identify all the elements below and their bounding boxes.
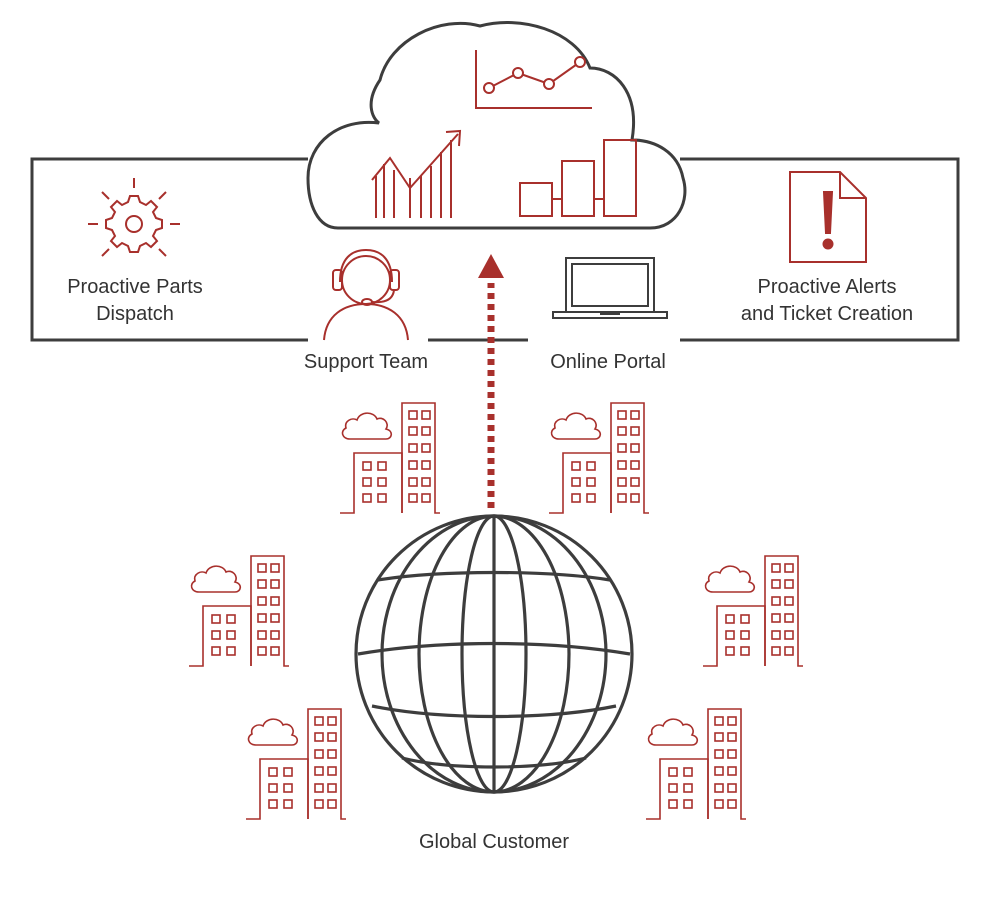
alert-document-icon <box>789 171 867 263</box>
support-team-label: Support Team <box>303 351 429 373</box>
proactive-alerts-line2: and Ticket Creation <box>740 303 914 325</box>
proactive-alerts-line1: Proactive Alerts <box>757 276 897 298</box>
office-building-icon <box>645 708 747 820</box>
office-building-icon <box>702 555 804 667</box>
office-building-icon <box>339 402 441 514</box>
office-building-icon <box>548 402 650 514</box>
online-portal-label: Online Portal <box>550 351 666 373</box>
bar-chart-icon <box>519 139 637 217</box>
laptop-icon <box>552 257 668 319</box>
line-chart-icon <box>475 50 592 109</box>
proactive-parts-dispatch-line1: Proactive Parts <box>67 276 203 298</box>
proactive-alerts-label: Proactive Alerts and Ticket Creation <box>712 274 942 328</box>
globe-icon <box>354 514 634 794</box>
global-customer-label: Global Customer <box>418 831 570 853</box>
office-building-icon <box>245 708 347 820</box>
cloud-icon <box>306 21 687 230</box>
trend-up-icon <box>371 129 462 218</box>
gear-icon <box>88 178 180 257</box>
proactive-parts-dispatch-line2: Dispatch <box>96 303 174 325</box>
upload-arrow-icon <box>478 254 504 508</box>
headset-agent-icon <box>323 248 409 341</box>
office-building-icon <box>188 555 290 667</box>
services-frame <box>30 157 960 342</box>
proactive-parts-dispatch-label: Proactive Parts Dispatch <box>52 274 218 328</box>
